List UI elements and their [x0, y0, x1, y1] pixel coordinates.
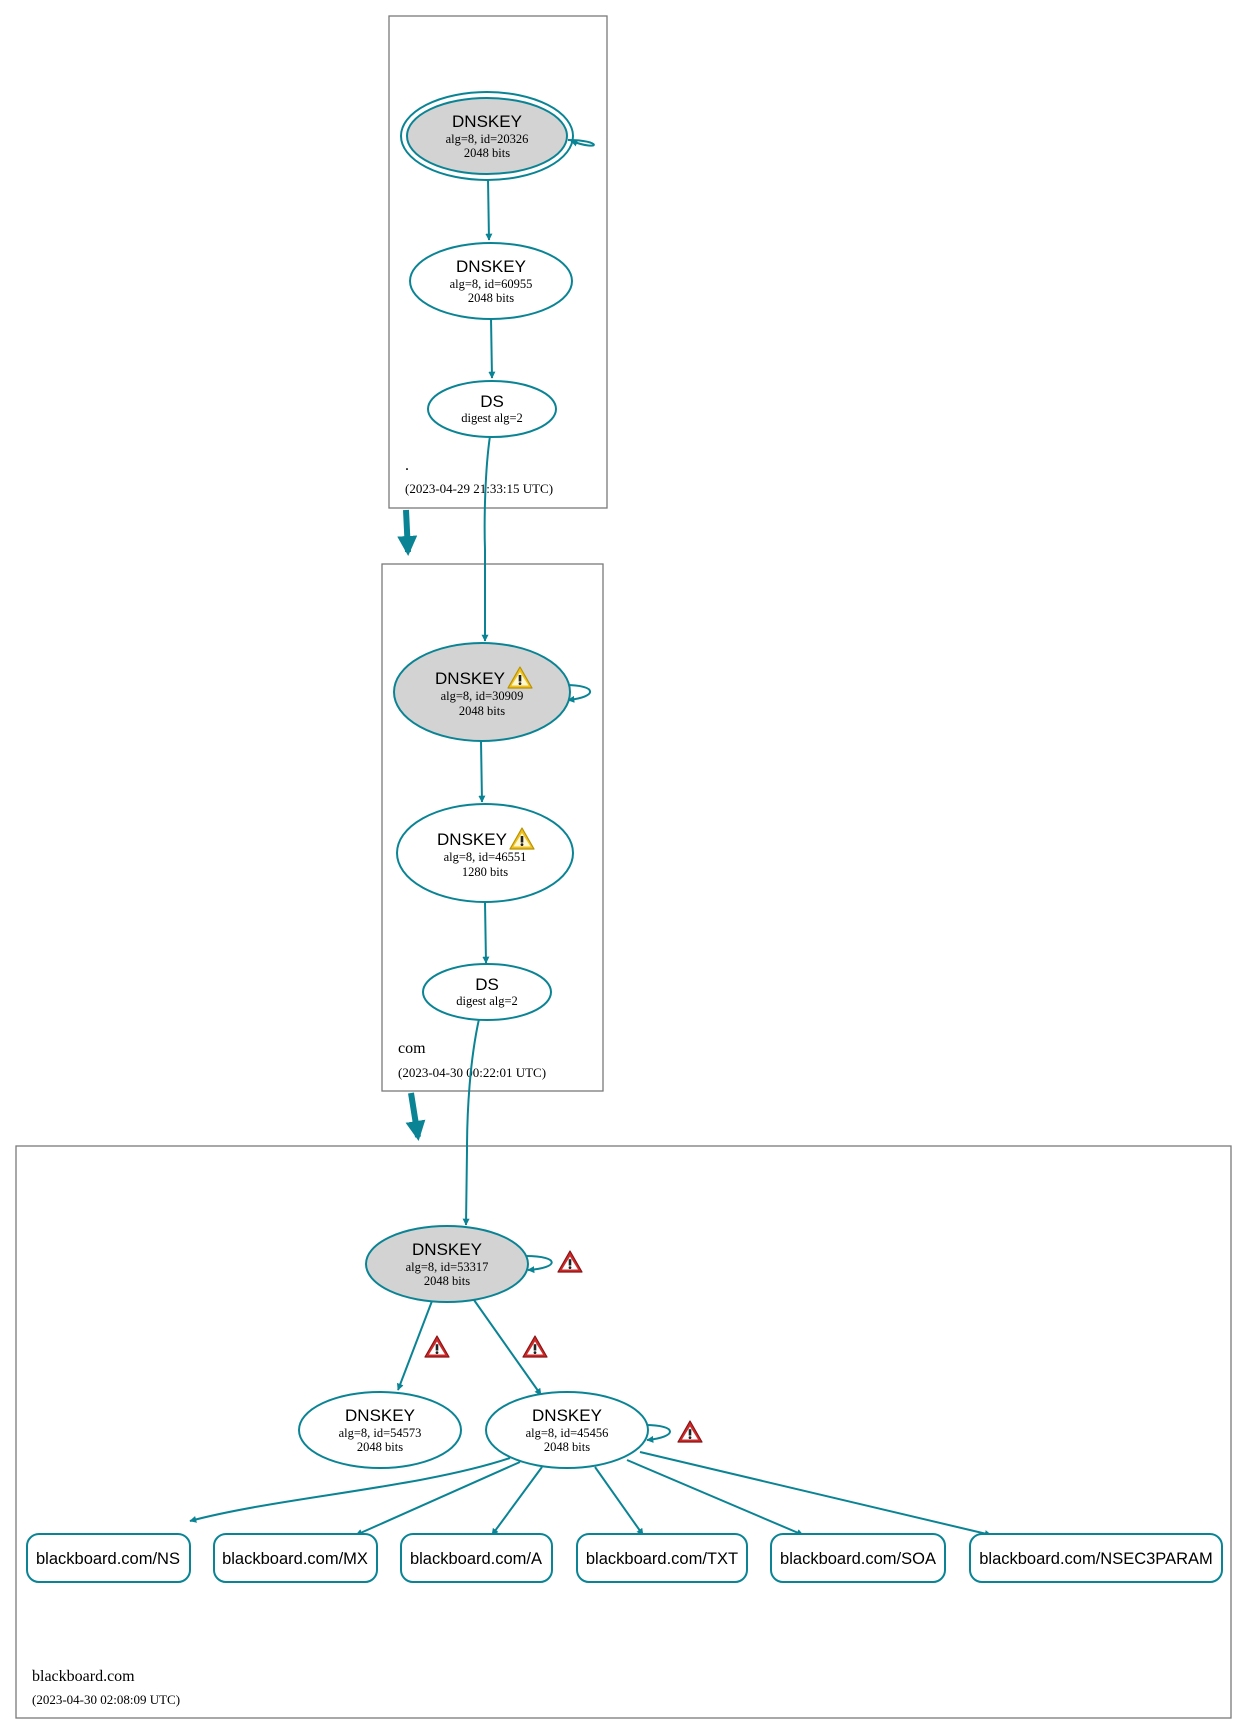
zone-timestamp-blackboard: (2023-04-30 02:08:09 UTC): [32, 1692, 180, 1707]
edge-rrsig-txt: [594, 1466, 644, 1536]
node-bb-ksk[interactable]: DNSKEY alg=8, id=53317 2048 bits: [365, 1225, 529, 1303]
error-icon[interactable]: [522, 1335, 548, 1358]
node-com-zsk[interactable]: DNSKEY alg=8, id=46551 1280 bits: [396, 803, 574, 903]
error-icon[interactable]: [677, 1420, 703, 1443]
edge-rrsig-mx: [355, 1461, 521, 1536]
delegation-arrow-com-blackboard: [405, 1092, 426, 1141]
edge-root-ksk-zsk: [485, 178, 493, 241]
edge-com-ksk-self: [564, 684, 591, 703]
node-detail: alg=8, id=45456: [526, 1426, 609, 1440]
edge-com-ds-bb-ksk: [462, 1018, 480, 1226]
node-bb-zsk1[interactable]: DNSKEY alg=8, id=54573 2048 bits: [298, 1391, 462, 1469]
rrset-soa[interactable]: blackboard.com/SOA: [770, 1533, 946, 1583]
rrset-ns[interactable]: blackboard.com/NS: [26, 1533, 191, 1583]
delegation-arrow-root-com: [397, 509, 418, 556]
node-detail: 2048 bits: [357, 1440, 403, 1454]
node-title: DNSKEY: [532, 1406, 602, 1425]
rrset-label: blackboard.com/NS: [36, 1550, 180, 1568]
zone-name-root: .: [405, 457, 409, 474]
node-detail: 2048 bits: [459, 704, 505, 718]
node-detail: alg=8, id=46551: [444, 850, 527, 864]
rrset-label: blackboard.com/A: [410, 1550, 542, 1568]
edge-bb-zsk2-self: [644, 1424, 671, 1443]
rrset-label: blackboard.com/SOA: [780, 1550, 936, 1568]
rrset-mx[interactable]: blackboard.com/MX: [213, 1533, 378, 1583]
node-detail: alg=8, id=54573: [339, 1426, 422, 1440]
node-title: DNSKEY: [452, 112, 522, 131]
node-detail: alg=8, id=53317: [406, 1260, 489, 1274]
node-root-ksk[interactable]: DNSKEY alg=8, id=20326 2048 bits: [400, 91, 574, 181]
node-detail: alg=8, id=20326: [446, 132, 529, 146]
node-detail: 2048 bits: [544, 1440, 590, 1454]
node-title: DNSKEY: [437, 830, 507, 849]
edge-root-ksk-self: [567, 139, 595, 147]
node-detail: 2048 bits: [424, 1274, 470, 1288]
rrset-label: blackboard.com/NSEC3PARAM: [979, 1550, 1213, 1568]
edge-com-zsk-ds: [482, 901, 490, 964]
node-detail: 2048 bits: [464, 146, 510, 160]
edge-bb-ksk-zsk1: [396, 1300, 433, 1391]
zone-box-com: [381, 563, 604, 1092]
edge-bb-ksk-zsk2: [473, 1299, 542, 1396]
zone-name-com: com: [398, 1040, 426, 1057]
rrset-a[interactable]: blackboard.com/A: [400, 1533, 553, 1583]
node-bb-zsk2[interactable]: DNSKEY alg=8, id=45456 2048 bits: [485, 1391, 649, 1469]
edge-rrsig-nsec3param: [639, 1451, 992, 1537]
node-title: DNSKEY: [435, 669, 505, 688]
rrset-nsec3param[interactable]: blackboard.com/NSEC3PARAM: [969, 1533, 1223, 1583]
node-com-ksk[interactable]: DNSKEY alg=8, id=30909 2048 bits: [393, 642, 571, 742]
error-icon[interactable]: [424, 1335, 450, 1358]
rrset-txt[interactable]: blackboard.com/TXT: [576, 1533, 748, 1583]
node-com-ds[interactable]: DS digest alg=2: [422, 963, 552, 1021]
zone-timestamp-com: (2023-04-30 00:22:01 UTC): [398, 1065, 546, 1080]
zone-timestamp-root: (2023-04-29 21:33:15 UTC): [405, 481, 553, 496]
node-title: DNSKEY: [345, 1406, 415, 1425]
rrset-label: blackboard.com/MX: [222, 1550, 368, 1568]
node-title: DS: [480, 392, 504, 411]
edge-rrsig-soa: [626, 1459, 804, 1536]
node-detail: 1280 bits: [462, 865, 508, 879]
node-title: DS: [475, 975, 499, 994]
node-title: DNSKEY: [456, 257, 526, 276]
zone-box-root: [388, 15, 608, 509]
node-title: DNSKEY: [412, 1240, 482, 1259]
node-detail: digest alg=2: [461, 411, 523, 425]
edge-root-ds-com-ksk: [481, 435, 491, 642]
node-detail: digest alg=2: [456, 994, 518, 1008]
edge-rrsig-ns: [189, 1457, 511, 1523]
edge-rrsig-a: [491, 1466, 543, 1536]
error-icon[interactable]: [557, 1250, 583, 1273]
rrset-label: blackboard.com/TXT: [586, 1550, 738, 1568]
node-root-ds[interactable]: DS digest alg=2: [427, 380, 557, 438]
zone-box-blackboard: [15, 1145, 1232, 1719]
edge-com-ksk-zsk: [478, 740, 486, 803]
edge-bb-ksk-self: [525, 1255, 553, 1274]
node-detail: alg=8, id=30909: [441, 689, 524, 703]
edge-root-zsk-ds: [488, 317, 496, 379]
zone-name-blackboard: blackboard.com: [32, 1668, 135, 1685]
node-root-zsk[interactable]: DNSKEY alg=8, id=60955 2048 bits: [409, 242, 573, 320]
node-detail: alg=8, id=60955: [450, 277, 533, 291]
node-detail: 2048 bits: [468, 291, 514, 305]
